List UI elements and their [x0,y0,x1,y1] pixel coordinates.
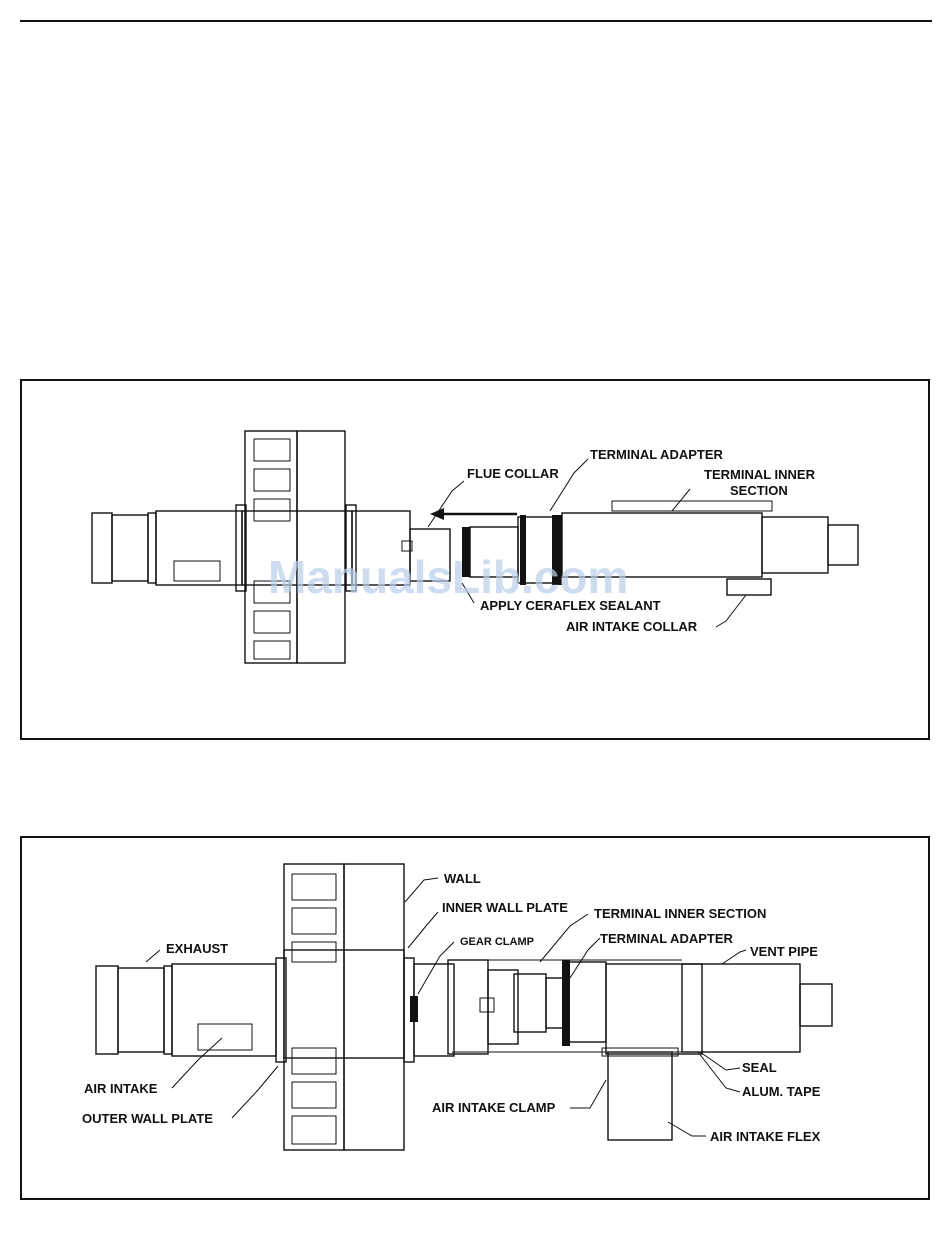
label-inner-wall-plate: INNER WALL PLATE [442,900,568,915]
label-outer-wall-plate: OUTER WALL PLATE [82,1111,213,1126]
terminal-inner-section-2 [448,960,566,1054]
label-wall: WALL [444,871,481,886]
label-air-intake-clamp: AIR INTAKE CLAMP [432,1100,556,1115]
exhaust-cap-2 [96,966,172,1054]
terminal-adapter-2 [562,960,606,1046]
label-terminal-adapter: TERMINAL ADAPTER [590,447,724,462]
label-terminal-inner-section: TERMINAL INNER SECTION [594,906,766,921]
label-exhaust: EXHAUST [166,941,228,956]
exhaust-cap-1 [92,513,156,583]
label-terminal-adapter: TERMINAL ADAPTER [600,931,734,946]
label-terminal-inner-section-line1: TERMINAL INNER [704,467,816,482]
label-alum-tape: ALUM. TAPE [742,1084,821,1099]
label-air-intake: AIR INTAKE [84,1081,158,1096]
label-vent-pipe: VENT PIPE [750,944,818,959]
vent-pipe-2 [606,964,832,1054]
label-terminal-inner-section-line2: SECTION [730,483,788,498]
label-gear-clamp: GEAR CLAMP [460,936,534,948]
label-air-intake-collar: AIR INTAKE COLLAR [566,619,698,634]
direction-arrow-1 [430,508,517,520]
wall-1 [245,431,345,663]
figure-2-panel: WALL INNER WALL PLATE TERMINAL INNER SEC… [20,836,930,1200]
air-intake-flex-2 [602,1048,678,1140]
watermark: ManualsLib.com [268,551,628,603]
figure-1-diagram: FLUE COLLAR TERMINAL ADAPTER TERMINAL IN… [22,381,928,738]
label-air-intake-flex: AIR INTAKE FLEX [710,1129,821,1144]
label-seal: SEAL [742,1060,777,1075]
top-rule [20,20,932,22]
figure-1-panel: FLUE COLLAR TERMINAL ADAPTER TERMINAL IN… [20,379,930,740]
figure-2-diagram: WALL INNER WALL PLATE TERMINAL INNER SEC… [22,838,928,1198]
wall-2 [284,864,404,1150]
label-flue-collar: FLUE COLLAR [467,466,559,481]
